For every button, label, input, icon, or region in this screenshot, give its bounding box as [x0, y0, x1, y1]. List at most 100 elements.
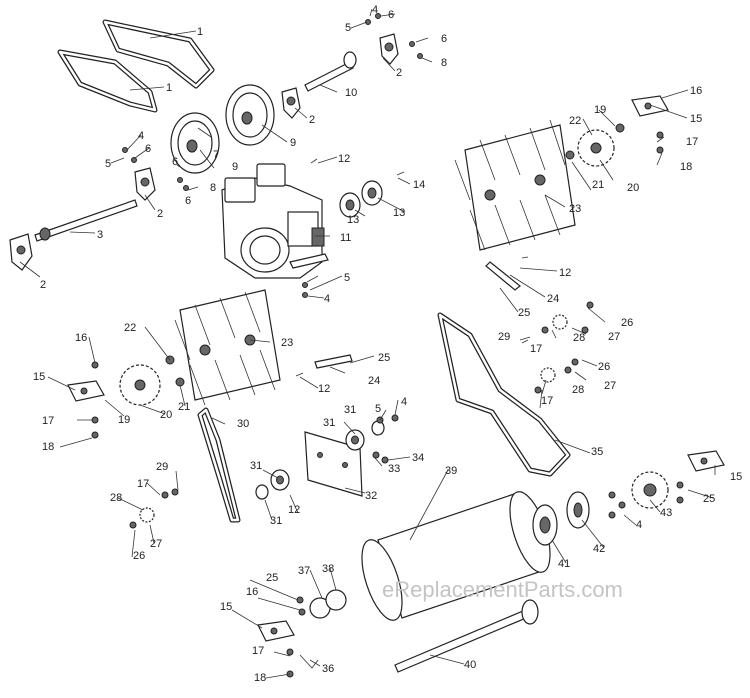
- callout-17: 17: [137, 478, 149, 490]
- callout-36: 36: [322, 663, 334, 675]
- drive-chain-35: [437, 312, 571, 477]
- roller-axle: [394, 599, 539, 673]
- callout-24: 24: [368, 375, 380, 387]
- callout-14: 14: [413, 179, 425, 191]
- callout-12: 12: [288, 504, 300, 516]
- callout-labels: 1 1 2 2 2 2 3 4 4 4 4 4 5 5 5 5 6 6 6 6 …: [33, 4, 742, 684]
- small-sprocket: [139, 314, 568, 523]
- callout-11: 11: [340, 232, 351, 244]
- hub-plates-left: [309, 589, 347, 619]
- callout-2: 2: [309, 114, 315, 126]
- callout-18: 18: [42, 441, 54, 453]
- callout-6: 6: [388, 9, 394, 21]
- callout-4: 4: [324, 293, 330, 305]
- callout-21: 21: [592, 179, 604, 191]
- callout-30: 30: [237, 418, 249, 430]
- callout-6: 6: [145, 143, 151, 155]
- sprocket-axle: [631, 471, 669, 509]
- callout-28: 28: [573, 332, 585, 344]
- callout-16: 16: [75, 332, 87, 344]
- callout-29: 29: [498, 331, 510, 343]
- callout-15: 15: [220, 601, 232, 613]
- callout-27: 27: [608, 331, 620, 343]
- callout-8: 8: [441, 57, 447, 69]
- bearing-bracket: [379, 33, 399, 65]
- callout-6: 6: [185, 195, 191, 207]
- callout-19: 19: [594, 104, 606, 116]
- callout-23: 23: [569, 203, 581, 215]
- drive-belt-30: [197, 407, 241, 523]
- callout-1: 1: [166, 82, 172, 94]
- drum-flange: [532, 504, 558, 546]
- callout-27: 27: [604, 380, 616, 392]
- callout-10: 10: [345, 87, 357, 99]
- callout-40: 40: [464, 659, 476, 671]
- callout-19: 19: [118, 414, 130, 426]
- callout-17: 17: [686, 136, 698, 148]
- callout-25: 25: [518, 307, 530, 319]
- callout-4: 4: [138, 130, 144, 142]
- callout-25: 25: [378, 352, 390, 364]
- idler-pulley: [339, 192, 361, 218]
- callout-15: 15: [730, 471, 742, 483]
- v-belt-lower: [57, 49, 158, 113]
- callout-28: 28: [572, 384, 584, 396]
- callout-42: 42: [593, 543, 605, 555]
- callout-4: 4: [636, 519, 642, 531]
- callout-6: 6: [172, 156, 178, 168]
- bearing-bracket: [134, 167, 156, 201]
- idler-pulley: [361, 180, 383, 206]
- callout-26: 26: [133, 550, 145, 562]
- callout-37: 37: [298, 565, 310, 577]
- callout-4: 4: [401, 396, 407, 408]
- callout-9: 9: [290, 137, 296, 149]
- v-belt-upper: [102, 19, 215, 89]
- callout-22: 22: [124, 322, 136, 334]
- flange-bearing: [67, 380, 105, 402]
- callout-15: 15: [33, 371, 45, 383]
- callout-5: 5: [345, 22, 351, 34]
- callout-38: 38: [322, 563, 334, 575]
- shaft-upper: [304, 51, 357, 92]
- callout-23: 23: [281, 337, 293, 349]
- callout-17: 17: [252, 645, 264, 657]
- callout-13: 13: [347, 214, 359, 226]
- sprocket-large-lower: [119, 364, 161, 406]
- callout-17: 17: [42, 415, 54, 427]
- callout-28: 28: [110, 492, 122, 504]
- callout-2: 2: [396, 67, 402, 79]
- callout-5: 5: [344, 272, 350, 284]
- callout-22: 22: [569, 115, 581, 127]
- jackshaft: [34, 199, 138, 242]
- callout-29: 29: [156, 461, 168, 473]
- callout-33: 33: [388, 463, 400, 475]
- engine: [221, 163, 325, 279]
- callout-12: 12: [338, 153, 350, 165]
- callout-26: 26: [621, 317, 633, 329]
- flange-bearing: [631, 95, 669, 117]
- callout-20: 20: [627, 182, 639, 194]
- callout-13: 13: [393, 207, 405, 219]
- callout-18: 18: [254, 672, 266, 684]
- pulley-right: [225, 84, 275, 146]
- callout-8: 8: [210, 182, 216, 194]
- callout-20: 20: [160, 409, 172, 421]
- callout-5: 5: [105, 158, 111, 170]
- callout-7: 7: [213, 149, 219, 161]
- callout-15: 15: [690, 113, 702, 125]
- idler-bracket-plate: [304, 431, 363, 497]
- callout-16: 16: [690, 85, 702, 97]
- idler-arm: [255, 420, 385, 500]
- callout-6: 6: [441, 33, 447, 45]
- callout-39: 39: [445, 465, 457, 477]
- callout-31: 31: [323, 417, 335, 429]
- callout-41: 41: [558, 558, 570, 570]
- callout-5: 5: [375, 403, 381, 415]
- leader-lines: [19, 8, 716, 679]
- callout-9: 9: [232, 161, 238, 173]
- callout-12: 12: [318, 383, 330, 395]
- callout-24: 24: [547, 293, 559, 305]
- callout-32: 32: [365, 490, 377, 502]
- callout-18: 18: [680, 161, 692, 173]
